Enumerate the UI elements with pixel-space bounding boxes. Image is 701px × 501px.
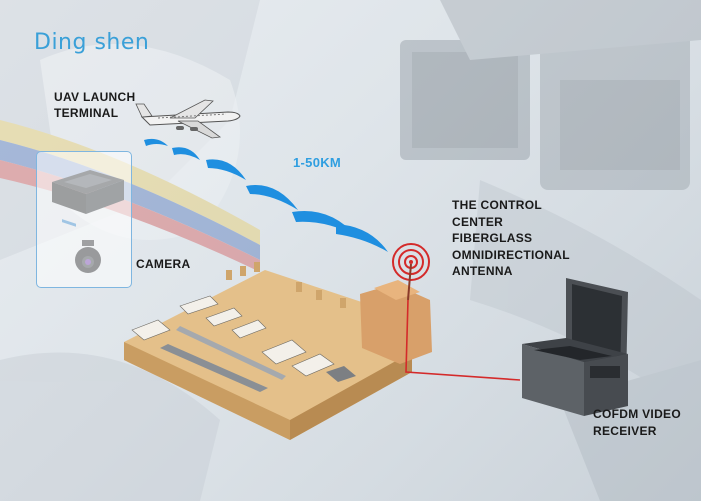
receiver-line-2: RECEIVER xyxy=(593,424,657,438)
camera-label: CAMERA xyxy=(136,257,191,271)
uav-label-line-1: UAV LAUNCH xyxy=(54,90,136,104)
control-center-line-3: FIBERGLASS xyxy=(452,231,533,245)
receiver-line-1: COFDM VIDEO xyxy=(593,407,681,421)
control-center-line-4: OMNIDIRECTIONAL xyxy=(452,247,570,262)
link-line xyxy=(405,299,521,381)
antenna-icon xyxy=(392,243,430,301)
range-label: 1-50KM xyxy=(293,155,342,170)
receiver-case-icon xyxy=(522,278,628,416)
control-center-label: THE CONTROL CENTER FIBERGLASS OMNIDIRECT… xyxy=(452,197,570,280)
control-center-line-1: THE CONTROL xyxy=(452,198,542,212)
military-base-terrain xyxy=(124,262,432,440)
control-center-line-2: CENTER xyxy=(452,214,504,229)
receiver-label: COFDM VIDEO RECEIVER xyxy=(593,406,681,440)
control-center-line-5: ANTENNA xyxy=(452,264,513,278)
brand-logo: Ding shen xyxy=(34,30,150,55)
uav-device-frame xyxy=(36,151,132,288)
uav-label-line-2: TERMINAL xyxy=(54,106,119,120)
airplane-icon xyxy=(135,99,241,139)
signal-waves xyxy=(144,138,388,252)
uav-launch-terminal-label: UAV LAUNCH TERMINAL xyxy=(54,89,135,121)
